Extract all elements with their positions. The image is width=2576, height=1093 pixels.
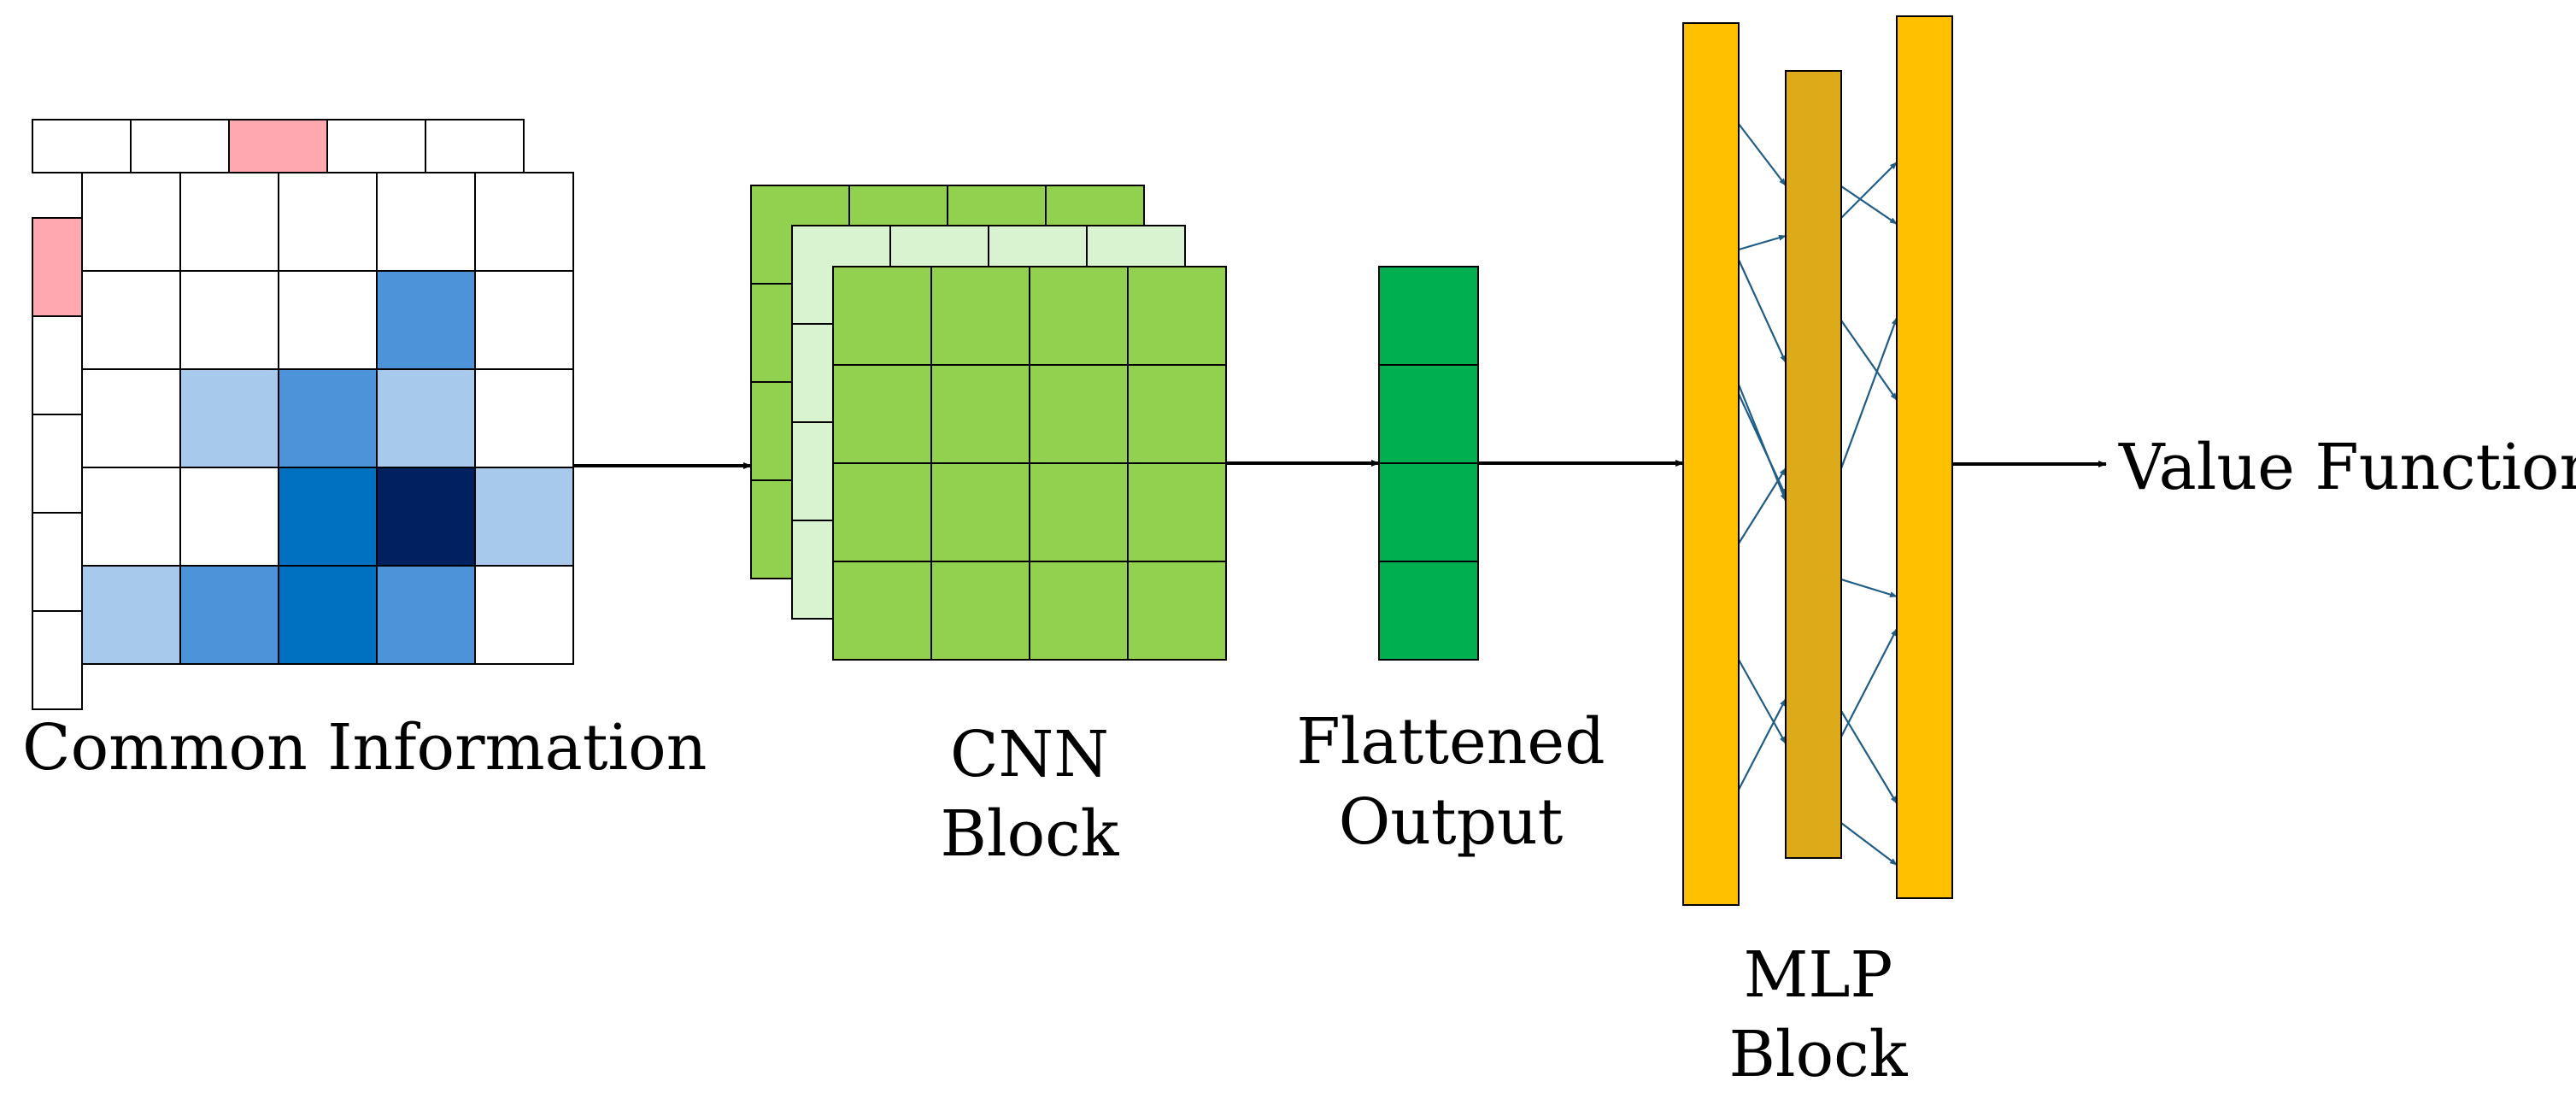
feature-cell [930,266,1030,366]
common-information-back-layer [32,119,525,710]
grid-cell [278,368,378,468]
mlp-input-layer [1682,22,1740,906]
mlp-output-layer [1896,15,1953,899]
mlp-hidden-layer [1785,70,1842,859]
connection-arrow [1738,698,1787,790]
grid-cell [474,467,574,567]
feature-cell [930,364,1030,464]
grid-cell [81,270,181,370]
feature-cell [930,561,1030,661]
connection-arrow [1738,659,1787,744]
vector-cell [1378,364,1479,464]
feature-cell [1029,462,1129,562]
mlp-connections [1737,123,1898,866]
grid-cell [278,270,378,370]
grid-cell [179,467,279,567]
feature-cell [1029,561,1129,661]
connection-arrow [1840,710,1898,804]
grid-cell [376,172,476,272]
connection-arrow [1840,320,1898,401]
grid-cell [179,172,279,272]
grid-cell [278,565,378,665]
label-mlp-line1: MLP [1744,938,1893,1012]
label-flattened-line1: Flattened [1296,705,1605,779]
back-grid-cell [32,217,83,317]
connection-arrow [1738,467,1787,544]
feature-cell [832,462,932,562]
feature-cell [1127,266,1227,366]
connection-arrow [1840,185,1898,225]
feature-cell [930,462,1030,562]
vector-cell [1378,561,1479,661]
back-grid-cell [32,315,83,415]
back-grid-cell [32,414,83,514]
grid-cell [81,565,181,665]
grid-cell [474,368,574,468]
back-grid-cell [130,119,230,173]
label-flattened-line2: Output [1339,785,1564,859]
connection-arrow [1738,234,1787,251]
grid-cell [474,270,574,370]
feature-cell [832,266,932,366]
label-value-function: Value Function [2118,431,2576,504]
grid-cell [278,467,378,567]
grid-cell [376,565,476,665]
vector-cell [1378,462,1479,562]
feature-cell [1029,266,1129,366]
grid-cell [474,565,574,665]
feature-cell [1127,561,1227,661]
grid-cell [81,467,181,567]
feature-cell [832,364,932,464]
back-grid-cell [32,610,83,710]
common-information-grid [32,119,574,710]
label-common-information: Common Information [22,711,707,784]
grid-cell [278,172,378,272]
connection-arrow [1840,578,1898,598]
back-grid-cell [326,119,426,173]
feature-cell [1127,462,1227,562]
cnn-block [750,185,1227,661]
connection-arrow [1840,822,1898,866]
grid-cell [179,270,279,370]
grid-cell [179,565,279,665]
grid-cell [81,368,181,468]
connection-arrow [1738,123,1787,186]
flattened-output-vector [1378,266,1479,661]
grid-cell [81,172,181,272]
label-mlp-line2: Block [1729,1018,1909,1091]
vector-cell [1378,266,1479,366]
connection-arrow [1738,259,1787,363]
grid-cell [376,270,476,370]
flow-arrows [574,460,2107,469]
connection-arrow [1840,162,1898,219]
common-information-front-layer [81,172,574,665]
grid-cell [474,172,574,272]
feature-cell [1029,364,1129,464]
grid-cell [179,368,279,468]
feature-cell [832,561,932,661]
cnn-feature-map-front [832,266,1227,661]
back-grid-cell [32,119,132,173]
label-cnn-line2: Block [941,797,1120,871]
back-grid-cell [32,512,83,612]
feature-cell [1127,364,1227,464]
grid-cell [376,368,476,468]
connection-arrow [1840,628,1898,737]
grid-cell [376,467,476,567]
connection-arrow [1738,393,1787,497]
connection-arrow [1840,317,1898,469]
mlp-block [1682,15,1953,906]
back-grid-cell [228,119,328,173]
back-grid-cell [425,119,525,173]
label-cnn-line1: CNN [950,718,1109,791]
